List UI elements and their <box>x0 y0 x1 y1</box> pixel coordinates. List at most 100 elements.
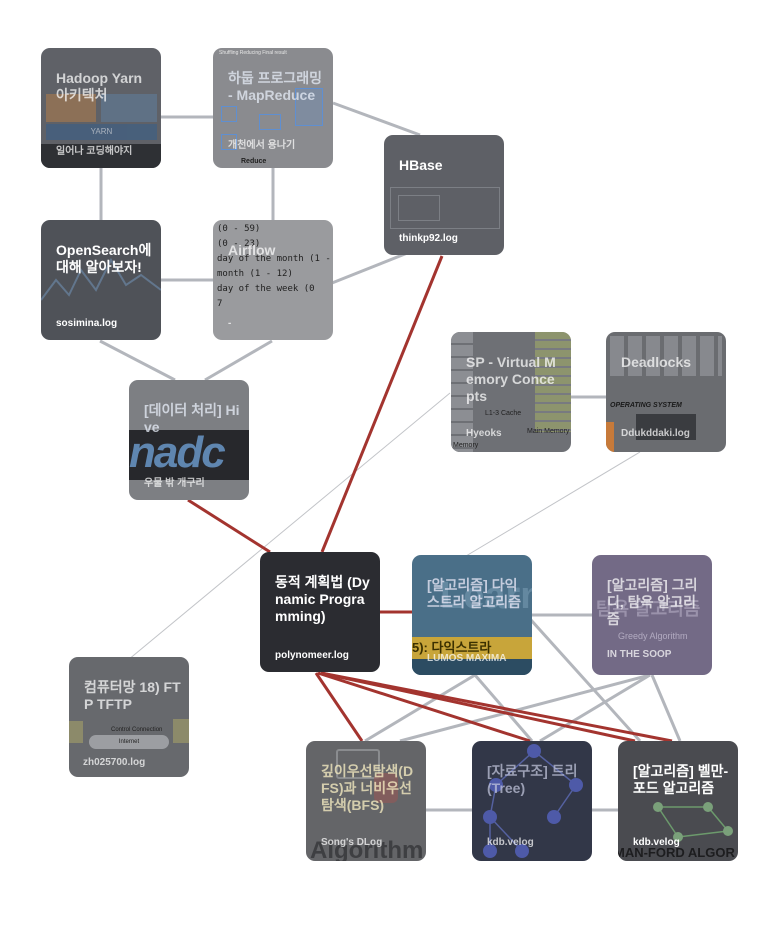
thumb-hive-banner <box>129 430 249 480</box>
thumb-yarn-bar: YARN <box>46 124 157 140</box>
card-title: [알고리즘] 벨만-포드 알고리즘 <box>633 763 729 796</box>
thumb-hive-logo-text: nadc <box>129 428 226 477</box>
card-title: Deadlocks <box>621 354 692 370</box>
card-title: [알고리즘] 그리디, 탐욕 알고리즘 <box>607 577 698 627</box>
edge-greedy-tree <box>539 673 651 743</box>
thumb-sp-stack <box>451 332 473 452</box>
thumb-dfs-big: Algorithm <box>310 837 424 861</box>
card-author: 우물 밖 개구리 <box>144 478 205 489</box>
card-thumbnail <box>260 552 380 672</box>
edge-dp-dfs <box>314 672 364 742</box>
card-thumbnail <box>592 555 712 675</box>
post-card-sp[interactable]: L1-3 Cache Main Memory Memory SP - Virtu… <box>451 332 571 452</box>
thumb-dijkstra-banner: 5): 다익스트라 <box>412 637 532 659</box>
card-title: Airflow <box>228 242 276 258</box>
thumb-mapreduce-footer: Reduce <box>241 158 267 165</box>
edge-dp-tree <box>317 671 531 743</box>
card-title: SP - Virtual Memory Concepts <box>466 354 556 404</box>
card-author: IN THE SOOP <box>607 649 672 660</box>
card-author: Hyeoks <box>466 428 502 439</box>
card-title: 깊이우선탐색(DFS)과 너비우선탐색(BFS) <box>321 763 414 813</box>
edge-dp-hbase <box>320 255 444 553</box>
edge-dp-bellman-b <box>320 671 673 743</box>
card-title: 하둡 프로그래밍 - MapReduce <box>228 70 323 103</box>
post-card-tree[interactable]: [자료구조] 트리(Tree) kdb.velog <box>472 741 592 861</box>
thumb-opensearch-chart <box>41 257 161 301</box>
card-thumbnail <box>306 741 426 861</box>
post-card-deadlocks[interactable]: OPERATING SYSTEM Deadlocks Ddukddaki.log <box>606 332 726 452</box>
card-author: 개천에서 용나기 <box>228 140 296 151</box>
card-author: - <box>228 318 232 329</box>
card-title: Hadoop Yarn 아키텍처 <box>56 70 143 103</box>
thumb-deadlocks-laptop <box>636 414 696 440</box>
thumb-mapreduce-header: Shuffling Reducing Final result <box>219 50 287 56</box>
thumb-yarn-block-blue <box>101 94 157 122</box>
thumb-hbase-diagram <box>390 187 500 229</box>
edge-dijkstra-dfs <box>364 673 476 743</box>
card-thumbnail <box>69 657 189 777</box>
card-title: 동적 계획법 (Dynamic Programming) <box>275 574 370 624</box>
thumb-dfs-db-icon <box>374 773 398 803</box>
edge-sp-ftp <box>127 392 451 661</box>
thumb-mapreduce-box-3 <box>259 114 281 130</box>
thumb-deadlocks-book: OPERATING SYSTEM <box>610 402 682 409</box>
card-thumbnail <box>213 220 333 340</box>
card-author: kdb.velog <box>633 837 680 848</box>
card-author: Ddukddaki.log <box>621 428 690 439</box>
post-card-opensearch[interactable]: OpenSearch에 대해 알아보자! sosimina.log <box>41 220 161 340</box>
card-author: sosimina.log <box>56 318 118 329</box>
edge-dijkstra-bellman <box>529 618 642 743</box>
card-author: thinkp92.log <box>399 233 458 244</box>
edge-dp-hive <box>187 498 271 554</box>
edge-greedy-bellman <box>650 674 682 742</box>
thumb-mapreduce-box-1 <box>221 106 237 122</box>
post-card-dfs[interactable]: Algorithm 깊이우선탐색(DFS)과 너비우선탐색(BFS) Song'… <box>306 741 426 861</box>
thumb-dijkstra-footer <box>412 659 532 675</box>
card-title: OpenSearch에 대해 알아보자! <box>56 242 152 275</box>
post-card-mapreduce[interactable]: Shuffling Reducing Final result Reduce 하… <box>213 48 333 168</box>
post-card-dp[interactable]: 동적 계획법 (Dynamic Programming) polynomeer.… <box>260 552 380 672</box>
thumb-sp-cache: L1-3 Cache <box>485 410 522 417</box>
post-card-airflow[interactable]: (0 - 59) (0 - 23) day of the month (1 - … <box>213 220 333 340</box>
card-title: HBase <box>399 157 443 173</box>
card-author: kdb.velog <box>487 837 534 848</box>
thumb-mapreduce-box-4 <box>295 88 323 126</box>
card-author: LUMOS MAXIMA <box>427 653 507 664</box>
card-thumbnail <box>472 741 592 861</box>
thumb-greedy-big: 탐욕 알고리즘 <box>596 599 701 619</box>
thumb-yarn-footer <box>41 144 161 168</box>
post-card-ftp[interactable]: Control Connection Internet 컴퓨터망 18) FTP… <box>69 657 189 777</box>
thumb-ftp-box-left <box>69 721 83 743</box>
post-card-hbase[interactable]: HBase thinkp92.log <box>384 135 504 255</box>
card-author: 일어나 코딩해야지 <box>56 146 133 157</box>
thumb-sp-main: Main Memory <box>527 428 570 435</box>
thumb-sp-disk: Memory <box>453 442 479 449</box>
post-card-yarn[interactable]: YARN Hadoop Yarn 아키텍처 일어나 코딩해야지 <box>41 48 161 168</box>
thumb-hbase-diagram-inner <box>398 195 440 221</box>
card-title: [알고리즘] 다익스트라 알고리즘 <box>427 577 522 610</box>
thumb-dfs-doc-icon <box>336 749 380 779</box>
card-author: Song's DLog <box>321 837 383 848</box>
card-title: [자료구조] 트리(Tree) <box>487 763 578 796</box>
thumb-greedy-sub: Greedy Algorithm <box>618 631 688 641</box>
thumb-airflow-cron: (0 - 59) (0 - 23) day of the month (1 - … <box>217 224 331 309</box>
post-card-hive[interactable]: nadc [데이터 처리] Hive 우물 밖 개구리 <box>129 380 249 500</box>
edge-mapreduce-hbase <box>332 101 421 137</box>
card-title: 컴퓨터망 18) FTP TFTP <box>84 679 181 712</box>
post-card-dijkstra[interactable]: Learn 5): 다익스트라 [알고리즘] 다익스트라 알고리즘 LUMOS … <box>412 555 532 675</box>
thumb-bellman-graph <box>653 802 733 842</box>
edge-deadlocks-dijkstra <box>465 451 641 557</box>
thumb-deadlocks-stripe <box>606 422 614 452</box>
card-author: polynomeer.log <box>275 650 349 661</box>
post-card-greedy[interactable]: 탐욕 알고리즘 Greedy Algorithm [알고리즘] 그리디, 탐욕 … <box>592 555 712 675</box>
card-thumbnail <box>213 48 333 168</box>
post-card-bellman[interactable]: MAN-FORD ALGOR [알고리즘] 벨만-포드 알고리즘 kdb.vel… <box>618 741 738 861</box>
thumb-ftp-conn: Control Connection <box>111 727 163 733</box>
thumb-yarn-block-orange <box>46 94 96 122</box>
card-title: [데이터 처리] Hive <box>144 402 240 435</box>
thumb-tree-graph <box>483 744 583 858</box>
thumb-ftp-box-right <box>173 719 189 743</box>
edge-greedy-dfs <box>399 673 651 743</box>
edge-airflow-hive <box>204 339 273 382</box>
